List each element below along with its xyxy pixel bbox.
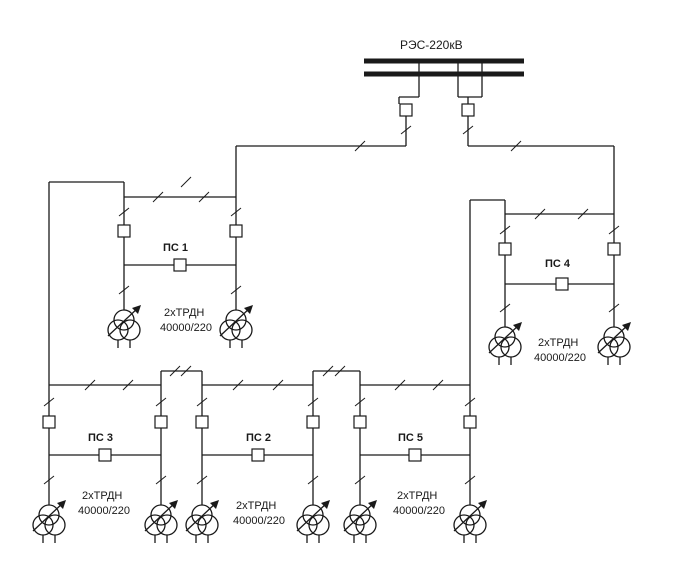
tick-mark — [307, 475, 319, 485]
tick-mark — [499, 303, 511, 313]
ps2-transformer-type: 2хТРДН — [236, 500, 276, 512]
sectional-switch-box — [173, 258, 187, 272]
transformer-icon — [144, 500, 178, 543]
ps1-transformer-rating: 40000/220 — [160, 322, 212, 334]
source-switch-right — [461, 103, 475, 117]
switch-box — [607, 242, 621, 256]
tick-mark — [232, 379, 244, 391]
switch-box — [353, 415, 367, 429]
tick-mark — [577, 208, 589, 220]
source-label: РЭС-220кВ — [400, 38, 463, 52]
transformer-icon — [107, 305, 141, 348]
switch-box — [498, 242, 512, 256]
switch-box — [195, 415, 209, 429]
tick-mark — [155, 397, 167, 407]
tick-mark — [196, 397, 208, 407]
tick-mark — [464, 397, 476, 407]
tick-mark — [499, 225, 511, 235]
tick-mark — [608, 225, 620, 235]
switch-box — [229, 224, 243, 238]
tick-mark — [272, 379, 284, 391]
ps3-transformer-type: 2хТРДН — [82, 490, 122, 502]
switches — [42, 224, 621, 462]
tick-mark — [534, 208, 546, 220]
tick-mark — [198, 191, 210, 203]
ps2-name: ПС 2 — [246, 432, 271, 444]
ps5-transformer-rating: 40000/220 — [393, 505, 445, 517]
source-busbar — [364, 58, 524, 77]
tick-mark — [180, 176, 192, 188]
tick-mark — [169, 365, 181, 377]
tick-mark — [400, 125, 412, 135]
switch-box — [154, 415, 168, 429]
ps1-name: ПС 1 — [163, 242, 188, 254]
sectional-switch-box — [251, 448, 265, 462]
tick-mark — [122, 379, 134, 391]
transformers — [32, 305, 631, 543]
ps2-transformer-rating: 40000/220 — [233, 515, 285, 527]
tick-mark — [394, 379, 406, 391]
tick-mark — [354, 140, 366, 152]
sectional-switch-box — [98, 448, 112, 462]
ps4-transformer-rating: 40000/220 — [534, 352, 586, 364]
tick-mark — [608, 303, 620, 313]
network-lines — [48, 116, 615, 505]
tick-mark — [155, 475, 167, 485]
source-connections — [398, 61, 483, 104]
sectional-switch-box — [555, 277, 569, 291]
tick-mark — [180, 365, 192, 377]
tick-mark — [307, 397, 319, 407]
switch-box — [42, 415, 56, 429]
sectional-switch-box — [408, 448, 422, 462]
tick-mark — [322, 365, 334, 377]
ps3-name: ПС 3 — [88, 432, 113, 444]
transformer-icon — [597, 322, 631, 365]
tick-mark — [462, 125, 474, 135]
tick-mark — [230, 285, 242, 295]
switch-box — [306, 415, 320, 429]
ps3-transformer-rating: 40000/220 — [78, 505, 130, 517]
tick-mark — [230, 207, 242, 217]
transformer-icon — [453, 500, 487, 543]
tick-mark — [196, 475, 208, 485]
ps5-name: ПС 5 — [398, 432, 423, 444]
tick-mark — [118, 207, 130, 217]
transformer-icon — [219, 305, 253, 348]
tick-mark — [354, 397, 366, 407]
transformer-icon — [185, 500, 219, 543]
tick-mark — [432, 379, 444, 391]
transformer-icon — [488, 322, 522, 365]
transformer-icon — [32, 500, 66, 543]
tick-mark — [334, 365, 346, 377]
tick-mark — [43, 397, 55, 407]
ps4-transformer-type: 2хТРДН — [538, 337, 578, 349]
transformer-icon — [343, 500, 377, 543]
tick-mark — [354, 475, 366, 485]
switch-box — [463, 415, 477, 429]
tick-mark — [510, 140, 522, 152]
switch-box — [117, 224, 131, 238]
ps5-transformer-type: 2хТРДН — [397, 490, 437, 502]
tick-mark — [152, 191, 164, 203]
source-switch-left — [399, 103, 413, 117]
substation-labels: ПС 1 2хТРДН 40000/220 ПС 2 2хТРДН 40000/… — [78, 242, 586, 527]
tick-mark — [43, 475, 55, 485]
tick-mark — [118, 285, 130, 295]
tick-mark — [464, 475, 476, 485]
line-tick-marks — [43, 125, 620, 485]
ps4-name: ПС 4 — [545, 258, 571, 270]
transformer-icon — [296, 500, 330, 543]
ps1-transformer-type: 2хТРДН — [164, 307, 204, 319]
tick-mark — [84, 379, 96, 391]
